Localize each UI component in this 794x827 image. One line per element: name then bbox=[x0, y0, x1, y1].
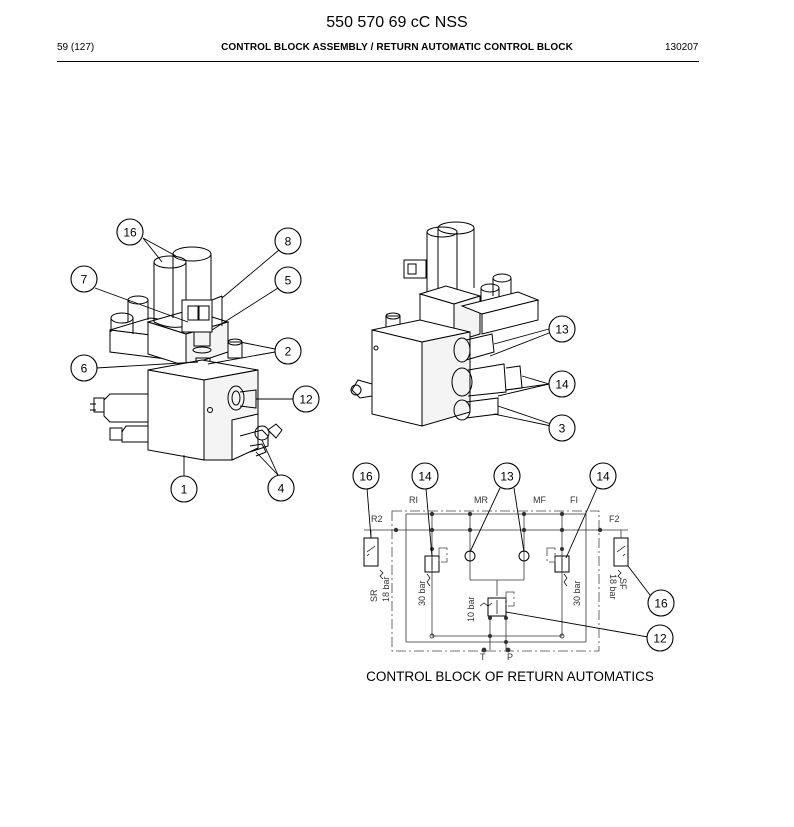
port-label-mr: MR bbox=[474, 495, 488, 505]
svg-text:13: 13 bbox=[500, 470, 514, 484]
svg-text:5: 5 bbox=[285, 274, 292, 288]
callout-bubble: 7 bbox=[70, 265, 98, 293]
left-assembly-illustration bbox=[90, 246, 283, 461]
callout-bubble: 12 bbox=[646, 624, 674, 652]
port-label-fi: FI bbox=[570, 495, 578, 505]
svg-text:14: 14 bbox=[596, 470, 610, 484]
schematic-caption: CONTROL BLOCK OF RETURN AUTOMATICS bbox=[366, 669, 654, 684]
svg-text:6: 6 bbox=[81, 362, 88, 376]
callout-bubble: 14 bbox=[548, 370, 576, 398]
page-reference: 59 (127) bbox=[57, 42, 95, 53]
svg-text:14: 14 bbox=[418, 470, 432, 484]
switch-label-sf: SF bbox=[618, 578, 628, 590]
callout-bubble: 3 bbox=[548, 414, 576, 442]
svg-text:14: 14 bbox=[555, 378, 569, 392]
callout-bubble: 12 bbox=[292, 385, 320, 413]
port-label-t: T bbox=[480, 652, 486, 662]
header-rule bbox=[57, 61, 699, 62]
port-label-r2: R2 bbox=[371, 514, 383, 524]
document-number: 550 570 69 cC NSS bbox=[326, 14, 468, 31]
port-label-f2: F2 bbox=[609, 514, 620, 524]
callout-bubble: 6 bbox=[70, 354, 98, 382]
relief-pressure-right: 30 bar bbox=[572, 580, 582, 606]
callout-bubble: 14 bbox=[411, 462, 439, 490]
left-leader-lines bbox=[94, 237, 293, 476]
callout-bubble: 2 bbox=[274, 337, 302, 365]
svg-text:16: 16 bbox=[654, 597, 668, 611]
left-callouts: 16 8 7 5 2 6 12 1 4 bbox=[70, 218, 320, 503]
port-label-p: P bbox=[507, 652, 513, 662]
switch-pressure-sr: 18 bar bbox=[381, 576, 391, 602]
hydraulic-schematic: RI MR MF FI R2 F2 T P SR 18 bar 30 bar 1… bbox=[363, 495, 629, 662]
callout-bubble: 16 bbox=[352, 462, 380, 490]
callout-bubble: 16 bbox=[116, 218, 144, 246]
port-label-ri: RI bbox=[409, 495, 418, 505]
relief-pressure-left: 30 bar bbox=[417, 580, 427, 606]
port-label-mf: MF bbox=[533, 495, 546, 505]
callout-bubble: 13 bbox=[548, 315, 576, 343]
svg-text:4: 4 bbox=[278, 482, 285, 496]
svg-text:7: 7 bbox=[81, 273, 88, 287]
callout-bubble: 5 bbox=[274, 266, 302, 294]
document-code: 130207 bbox=[665, 42, 699, 53]
relief-pressure-center: 10 bar bbox=[466, 596, 476, 622]
schematic-callouts: 16 14 13 14 16 12 bbox=[352, 462, 675, 652]
callout-bubble: 4 bbox=[267, 474, 295, 502]
svg-text:8: 8 bbox=[285, 235, 292, 249]
right-assembly-illustration bbox=[350, 221, 540, 427]
svg-text:16: 16 bbox=[359, 470, 373, 484]
svg-text:13: 13 bbox=[555, 323, 569, 337]
svg-text:2: 2 bbox=[285, 345, 292, 359]
svg-text:1: 1 bbox=[181, 483, 188, 497]
callout-bubble: 1 bbox=[170, 475, 198, 503]
right-callouts: 13 14 3 bbox=[548, 315, 576, 442]
svg-text:3: 3 bbox=[559, 422, 566, 436]
svg-text:16: 16 bbox=[123, 226, 137, 240]
callout-bubble: 14 bbox=[589, 462, 617, 490]
svg-text:12: 12 bbox=[299, 393, 313, 407]
switch-pressure-sf: 18 bar bbox=[608, 574, 618, 600]
schematic-leader-lines bbox=[366, 487, 651, 638]
callout-bubble: 16 bbox=[647, 589, 675, 617]
svg-text:12: 12 bbox=[653, 632, 667, 646]
right-leader-lines bbox=[489, 328, 552, 427]
callout-bubble: 13 bbox=[493, 462, 521, 490]
switch-label-sr: SR bbox=[369, 589, 379, 602]
callout-bubble: 8 bbox=[274, 227, 302, 255]
section-title: CONTROL BLOCK ASSEMBLY / RETURN AUTOMATI… bbox=[221, 42, 573, 53]
